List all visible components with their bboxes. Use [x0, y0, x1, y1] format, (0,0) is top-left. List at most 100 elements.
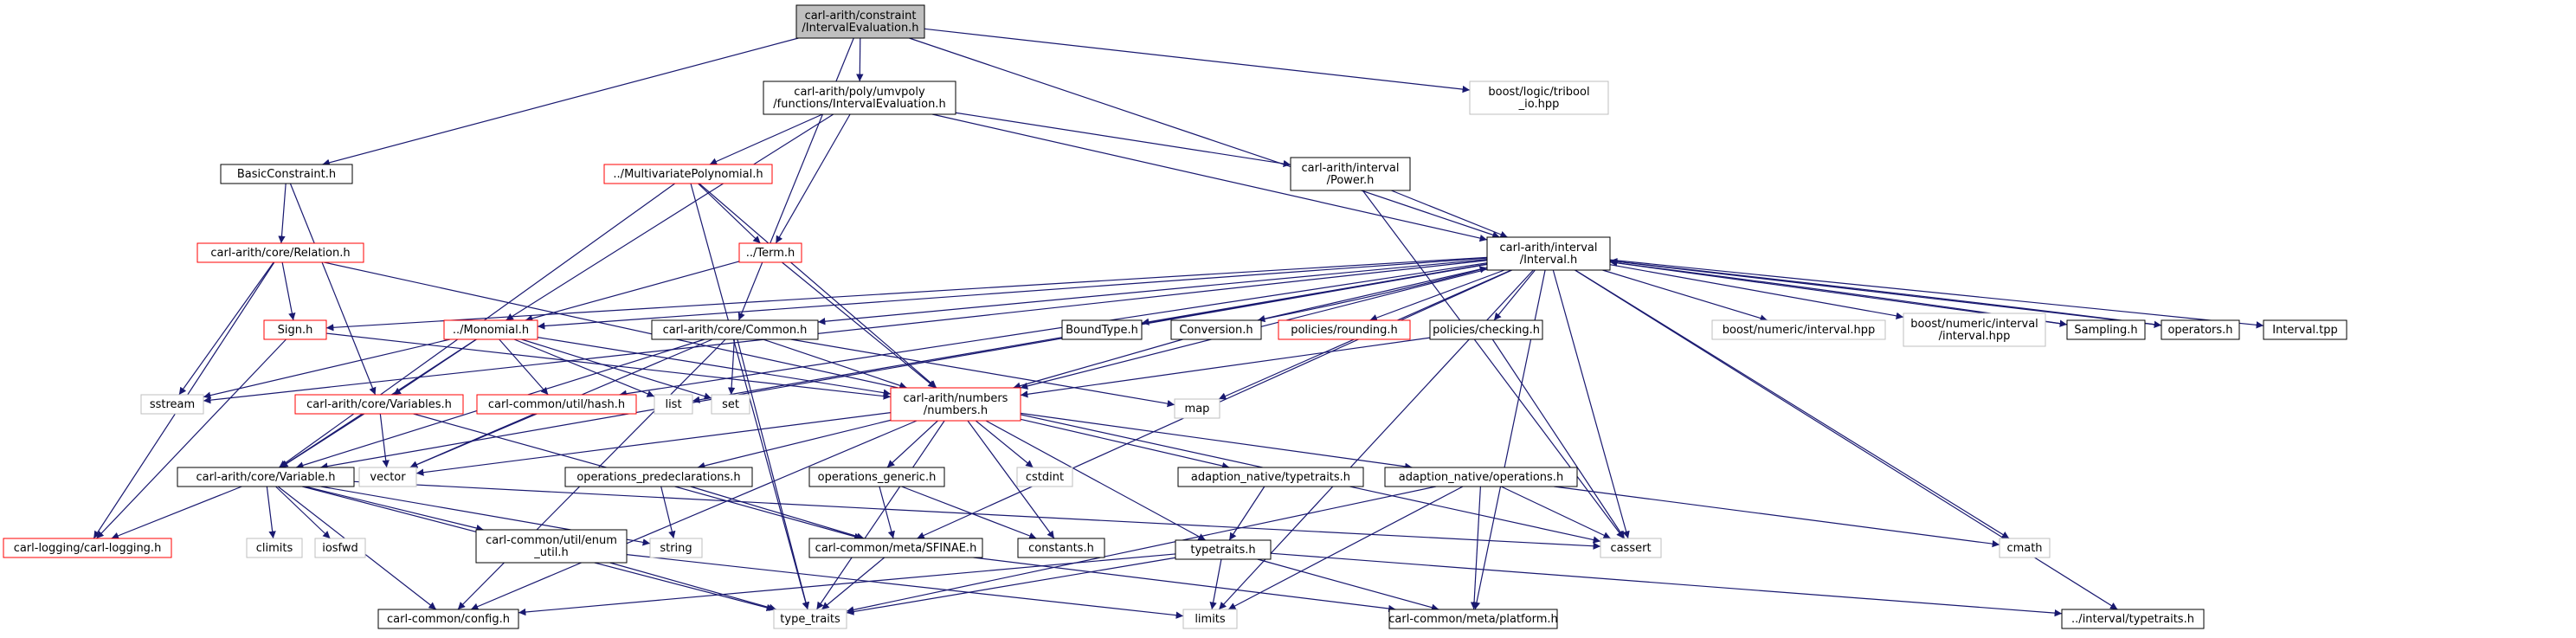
- node-box: [377, 609, 519, 629]
- node-box: [808, 538, 983, 558]
- node-tribool[interactable]: boost/logic/tribool_io.hpp: [1469, 81, 1609, 115]
- node-relation[interactable]: carl-arith/core/Relation.h: [196, 242, 364, 263]
- node-logging[interactable]: carl-logging/carl-logging.h: [3, 538, 172, 558]
- edge-typetraits-to-type_traits: [846, 557, 1176, 615]
- node-label: _util.h: [533, 546, 568, 559]
- node-climits[interactable]: climits: [246, 538, 303, 558]
- edge-numbers-to-opgen: [886, 420, 938, 468]
- node-set[interactable]: set: [711, 394, 750, 415]
- node-numbers[interactable]: carl-arith/numbers/numbers.h: [890, 387, 1021, 422]
- node-variables[interactable]: carl-arith/core/Variables.h: [294, 394, 464, 415]
- node-limits[interactable]: limits: [1182, 609, 1238, 629]
- node-box: [1903, 313, 2046, 347]
- node-label: limits: [1195, 613, 1226, 626]
- node-box: [358, 467, 417, 487]
- node-antt[interactable]: adaption_native/typetraits.h: [1177, 467, 1364, 487]
- node-cassert[interactable]: cassert: [1600, 538, 1662, 558]
- node-bnii[interactable]: boost/numeric/interval/interval.hpp: [1903, 313, 2046, 347]
- node-label: operators.h: [2167, 324, 2232, 337]
- edge-ie-to-interval: [931, 113, 1488, 242]
- node-opgen[interactable]: operations_generic.h: [808, 467, 945, 487]
- node-hash[interactable]: carl-common/util/hash.h: [476, 394, 637, 415]
- node-opdecl[interactable]: operations_predeclarations.h: [564, 467, 753, 487]
- node-label: carl-common/config.h: [387, 613, 510, 626]
- node-enumutil[interactable]: carl-common/util/enum_util.h: [475, 529, 628, 564]
- node-ie[interactable]: carl-arith/poly/umvpoly/functions/Interv…: [763, 81, 956, 115]
- node-config[interactable]: carl-common/config.h: [377, 609, 519, 629]
- node-label: Interval.tpp: [2272, 324, 2338, 337]
- node-box: [1016, 467, 1073, 487]
- edge-relation-to-sstream: [178, 261, 274, 396]
- node-itt[interactable]: ../interval/typetraits.h: [2061, 609, 2205, 629]
- node-cmath[interactable]: cmath: [1999, 538, 2051, 558]
- node-sampling[interactable]: Sampling.h: [2066, 319, 2146, 340]
- node-label: /numbers.h: [924, 404, 988, 417]
- node-platform[interactable]: carl-common/meta/platform.h: [1388, 609, 1558, 629]
- node-label: operations_generic.h: [818, 471, 937, 484]
- edge-numbers-to-opdecl: [697, 419, 892, 470]
- node-label: operations_predeclarations.h: [576, 471, 740, 484]
- node-box: [2161, 319, 2240, 340]
- node-iosfwd[interactable]: iosfwd: [314, 538, 366, 558]
- node-box: [2061, 609, 2205, 629]
- node-box: [443, 319, 538, 340]
- edge-interval-to-sign: [325, 256, 1488, 332]
- node-itpp[interactable]: Interval.tpp: [2263, 319, 2347, 340]
- node-bni[interactable]: boost/numeric/interval.hpp: [1711, 319, 1886, 340]
- node-interval[interactable]: carl-arith/interval/Interval.h: [1486, 236, 1611, 271]
- node-string[interactable]: string: [649, 538, 703, 558]
- node-cstdint[interactable]: cstdint: [1016, 467, 1073, 487]
- node-label: set: [722, 398, 739, 411]
- node-term[interactable]: ../Term.h: [738, 242, 802, 263]
- edge-interval-to-common: [817, 259, 1488, 325]
- node-bc[interactable]: BasicConstraint.h: [220, 164, 353, 184]
- edge-common-to-map: [790, 338, 1175, 408]
- node-label: carl-common/util/hash.h: [488, 398, 625, 411]
- edge-bc-to-variables: [289, 183, 377, 396]
- node-monomial[interactable]: ../Monomial.h: [443, 319, 538, 340]
- node-rounding[interactable]: policies/rounding.h: [1278, 319, 1411, 340]
- node-box: [654, 394, 693, 415]
- node-constants[interactable]: constants.h: [1017, 538, 1105, 558]
- node-box: [3, 538, 172, 558]
- node-root[interactable]: carl-arith/constraint/IntervalEvaluation…: [795, 4, 925, 39]
- node-label: carl-logging/carl-logging.h: [14, 542, 162, 555]
- node-label: carl-arith/constraint: [805, 10, 917, 23]
- node-sfinae[interactable]: carl-common/meta/SFINAE.h: [808, 538, 983, 558]
- node-box: [1290, 157, 1411, 191]
- node-box: [773, 609, 847, 629]
- node-typetraits[interactable]: typetraits.h: [1175, 539, 1272, 560]
- edge-numbers-to-type_traits: [815, 420, 945, 610]
- edge-variables-to-vector: [379, 413, 390, 468]
- edge-term-to-monomial: [525, 261, 740, 322]
- edge-typetraits-to-platform: [1257, 558, 1439, 611]
- edge-variable-to-logging: [111, 486, 242, 539]
- node-operators[interactable]: operators.h: [2161, 319, 2240, 340]
- node-mvp[interactable]: ../MultivariatePolynomial.h: [603, 164, 773, 184]
- node-variable[interactable]: carl-arith/core/Variable.h: [177, 467, 355, 487]
- edge-root-to-interval: [909, 37, 1500, 239]
- node-label: ../Term.h: [746, 247, 795, 260]
- node-conversion[interactable]: Conversion.h: [1170, 319, 1262, 340]
- node-sign[interactable]: Sign.h: [263, 319, 327, 340]
- node-label: carl-arith/core/Common.h: [663, 324, 808, 337]
- node-checking[interactable]: policies/checking.h: [1429, 319, 1543, 340]
- node-sstream[interactable]: sstream: [140, 394, 204, 415]
- node-common[interactable]: carl-arith/core/Common.h: [651, 319, 819, 340]
- node-label: carl-common/meta/SFINAE.h: [815, 542, 977, 555]
- nodes-layer: carl-arith/constraint/IntervalEvaluation…: [3, 4, 2347, 629]
- node-box: [263, 319, 327, 340]
- node-list[interactable]: list: [654, 394, 693, 415]
- node-map[interactable]: map: [1174, 398, 1220, 419]
- node-label: /Interval.h: [1520, 254, 1578, 267]
- node-power[interactable]: carl-arith/interval/Power.h: [1290, 157, 1411, 191]
- node-label: carl-arith/interval: [1500, 242, 1598, 255]
- node-boundtype[interactable]: BoundType.h: [1061, 319, 1143, 340]
- edge-mvp-to-term: [698, 183, 761, 244]
- node-label: boost/logic/tribool: [1488, 86, 1589, 99]
- node-type_traits[interactable]: type_traits: [773, 609, 847, 629]
- node-label: ../Monomial.h: [453, 324, 529, 337]
- node-anops[interactable]: adaption_native/operations.h: [1384, 467, 1578, 487]
- node-vector[interactable]: vector: [358, 467, 417, 487]
- node-box: [2066, 319, 2146, 340]
